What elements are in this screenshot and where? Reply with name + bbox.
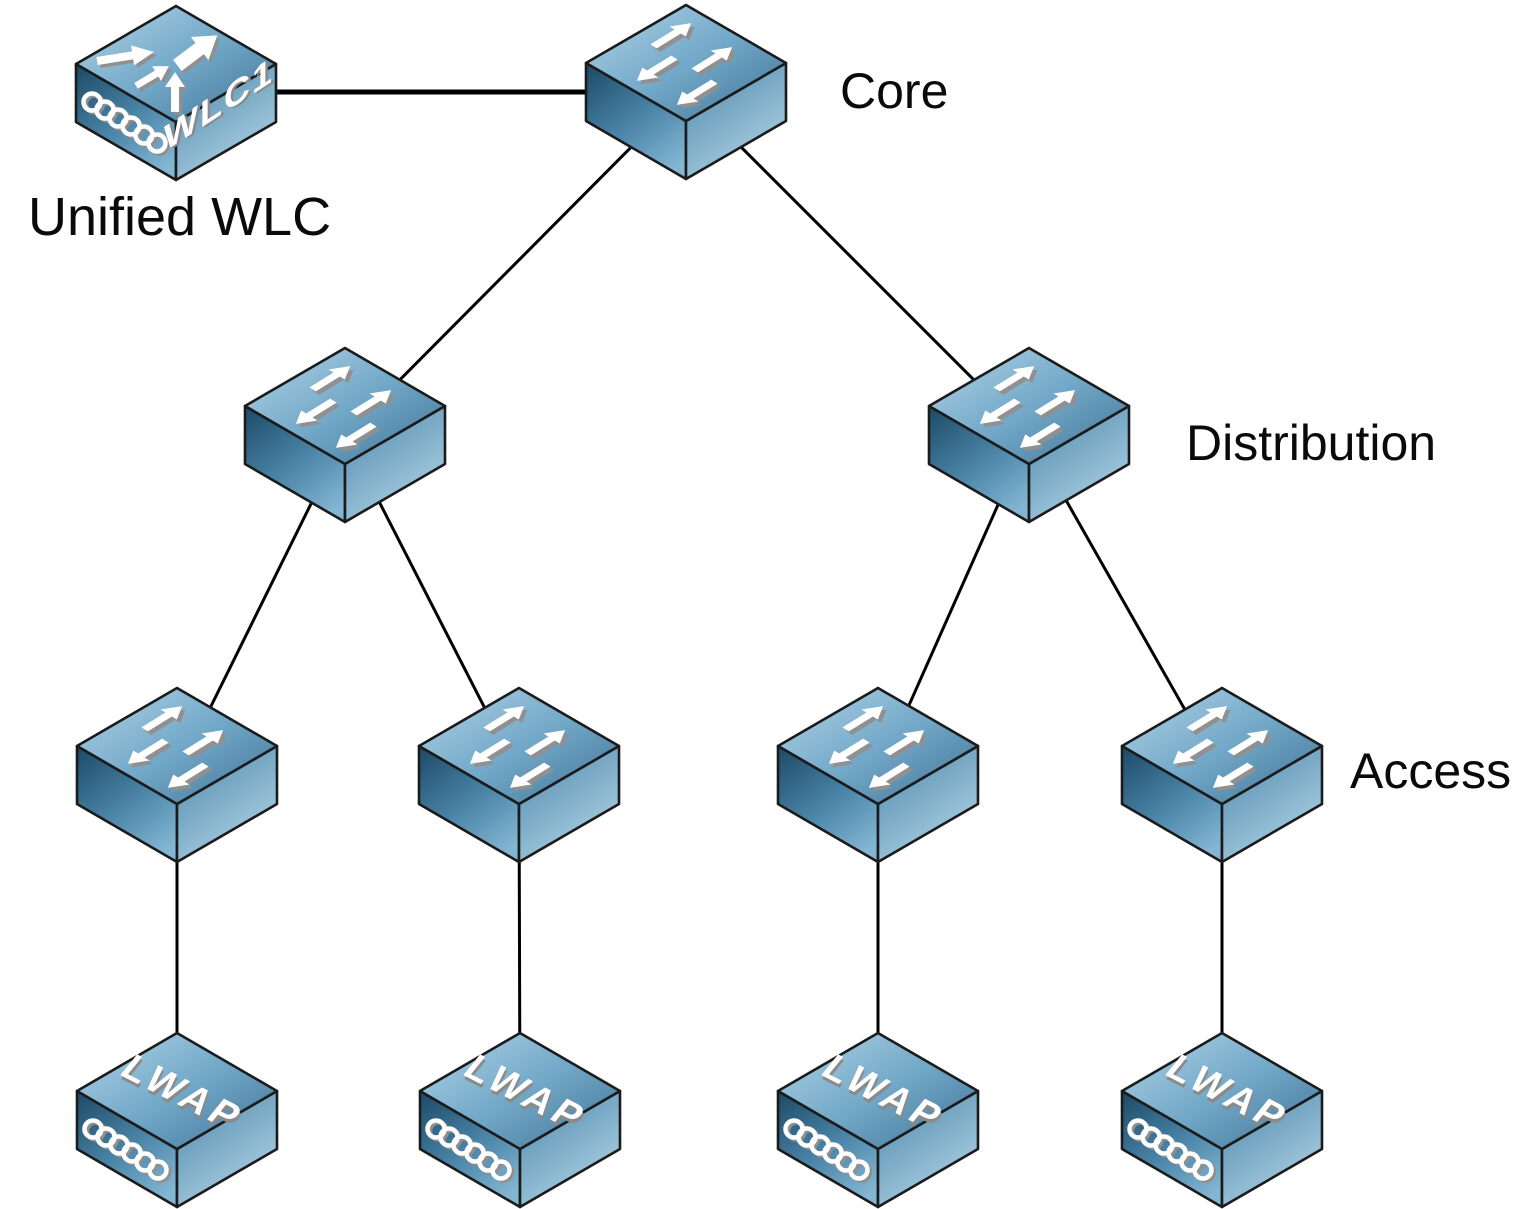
- core-layer-label: Core: [840, 63, 949, 119]
- access-switch-2: [419, 688, 619, 862]
- core-switch-node: [586, 5, 786, 179]
- distribution-switch-2: [929, 348, 1129, 522]
- distribution-switch-1: [245, 348, 445, 522]
- topology-links: [175, 89, 1224, 1121]
- access-switch-3: [778, 688, 978, 862]
- link-core-dist1: [343, 90, 688, 437]
- link-core-dist2: [684, 90, 1031, 437]
- lwap-node-4: [1122, 1033, 1322, 1207]
- lwap-node-1: [77, 1033, 277, 1207]
- unified-wlc-caption: Unified WLC: [28, 187, 332, 247]
- unified-wlc-node: [76, 6, 276, 180]
- access-switch-4: [1122, 688, 1322, 862]
- lwap-node-2: [420, 1033, 620, 1207]
- access-switch-1: [77, 688, 277, 862]
- lwap-node-3: [778, 1033, 978, 1207]
- distribution-layer-label: Distribution: [1186, 415, 1437, 471]
- access-layer-label: Access: [1350, 743, 1512, 799]
